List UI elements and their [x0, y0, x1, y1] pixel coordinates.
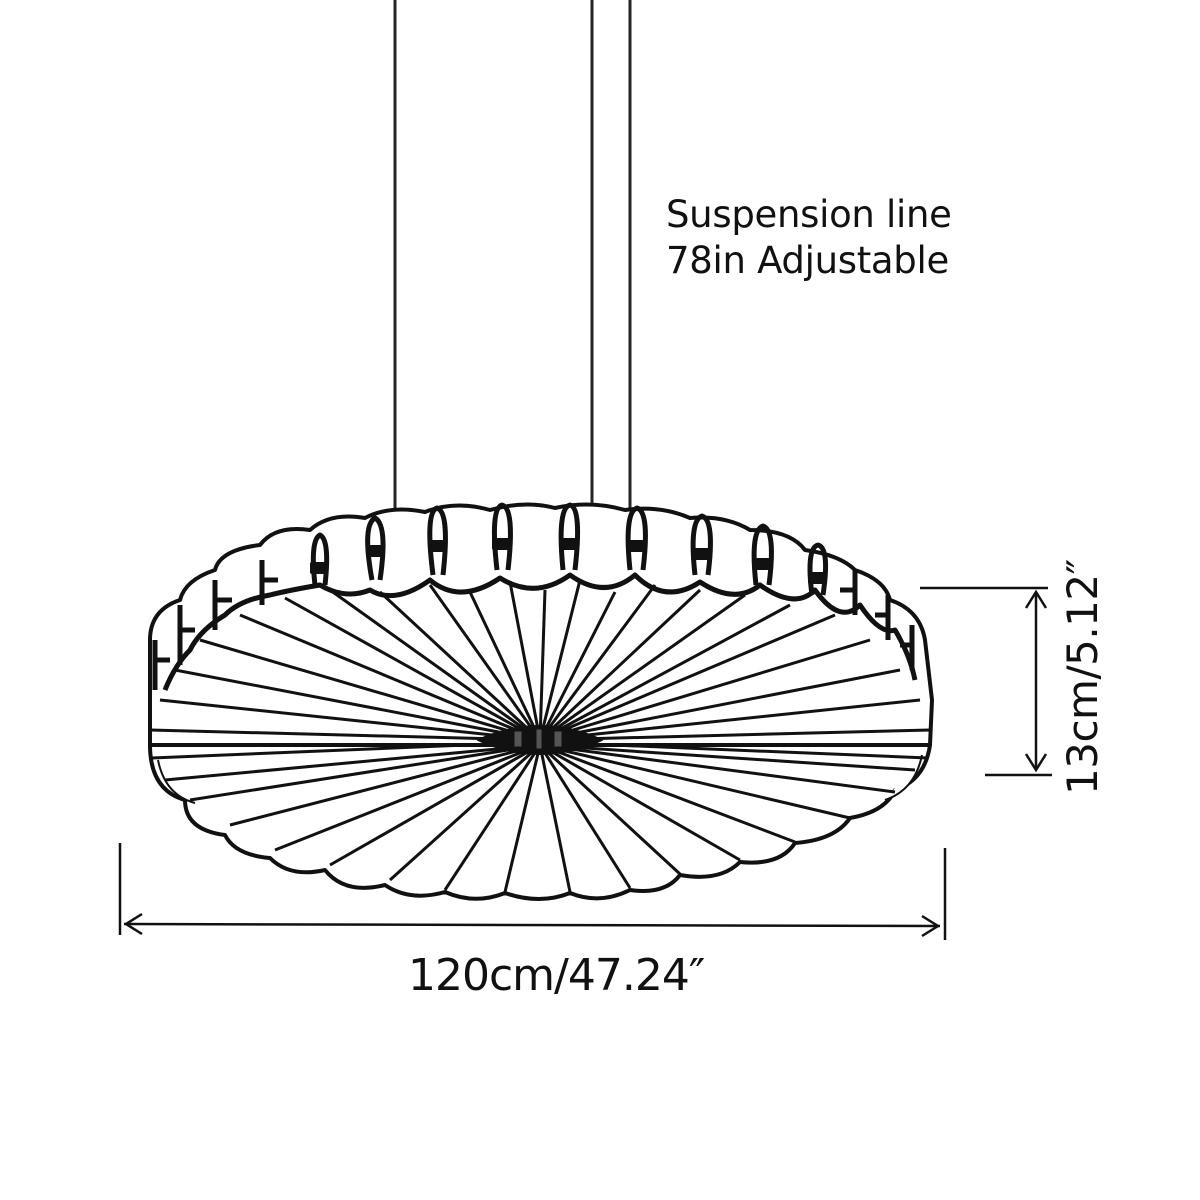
suspension-line-length: 78in Adjustable — [666, 239, 949, 282]
height-arrow-bottom — [1024, 753, 1048, 773]
width-dimension — [118, 843, 947, 940]
width-arrow-right — [921, 914, 941, 938]
clip-heads — [310, 538, 826, 584]
width-arrow-left — [123, 912, 143, 936]
center-hub — [477, 725, 603, 755]
clip — [840, 570, 858, 615]
suspension-cables — [393, 0, 632, 555]
suspension-line-title: Suspension line — [666, 193, 952, 236]
lower-scalloped-rim — [148, 744, 932, 901]
upper-scalloped-rim — [148, 502, 934, 747]
clip — [212, 580, 232, 630]
suspension-line-label: Suspension line 78in Adjustable — [666, 192, 952, 284]
height-dimension — [920, 586, 1052, 777]
width-dimension-line — [123, 922, 941, 928]
clip — [259, 560, 278, 605]
clip — [875, 595, 891, 640]
radial-pleats — [149, 579, 931, 893]
clip — [152, 640, 170, 690]
inner-scallop-chain — [162, 572, 918, 691]
clip — [177, 605, 195, 665]
lamp-shade — [148, 502, 934, 901]
height-label: 13cm/5.12″ — [1058, 559, 1107, 795]
clip — [900, 625, 915, 670]
width-label: 120cm/47.24″ — [408, 950, 705, 1001]
clip — [690, 513, 713, 576]
height-arrow-top — [1024, 589, 1048, 609]
clip — [751, 523, 774, 586]
clip — [807, 542, 829, 596]
